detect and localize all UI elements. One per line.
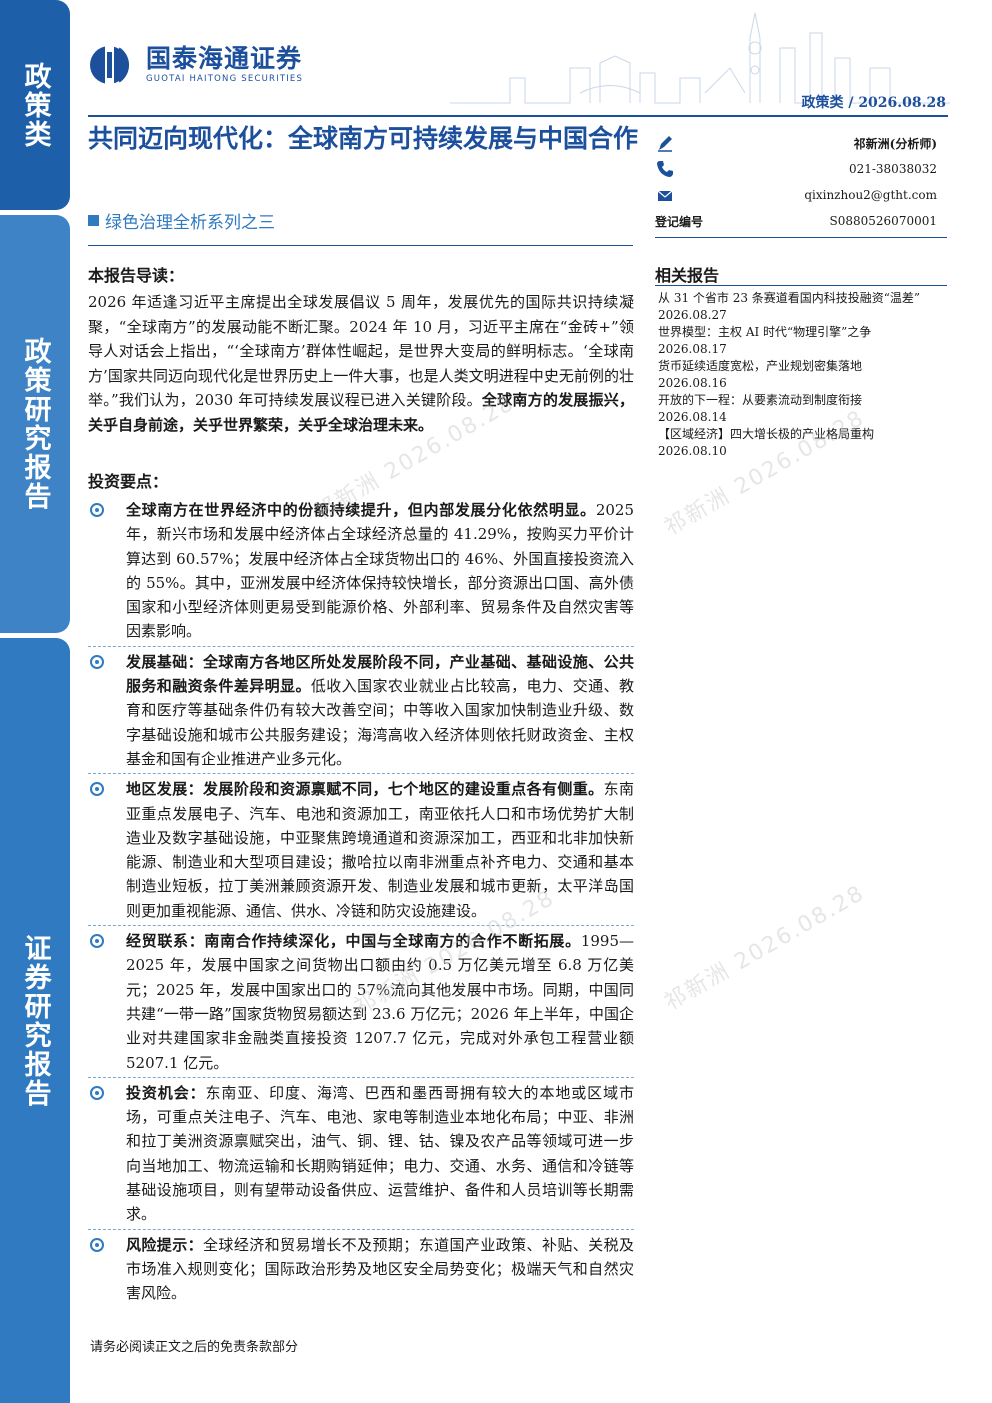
mail-icon <box>657 190 673 201</box>
analyst-info: 祁新洲(分析师) 021-38038032 qixinzhou2@gtht.co… <box>655 130 937 234</box>
related-reports-heading: 相关报告 <box>655 266 720 285</box>
lead-paragraph: 2026 年适逢习近平主席提出全球发展倡议 5 周年，发展优先的国际共识持续凝聚… <box>88 293 634 434</box>
list-item: 地区发展：发展阶段和资源禀赋不同，七个地区的建设重点各有侧重。东南亚重点发展电子… <box>88 773 634 923</box>
related-reports-list: 从 31 个省市 23 条赛道看国内科技投融资“温差” 2026.08.27 世… <box>658 290 942 460</box>
city-skyline-illustration <box>450 12 950 104</box>
analyst-name: 祁新洲(分析师) <box>853 136 937 151</box>
analyst-divider <box>655 237 947 238</box>
brand-logo: 国泰海通证券 GUOTAI HAITONG SECURITIES <box>88 44 303 86</box>
disclaimer-footer: 请务必阅读正文之后的免责条款部分 <box>90 1340 299 1355</box>
square-bullet-icon <box>88 215 99 226</box>
related-report-item[interactable]: 从 31 个省市 23 条赛道看国内科技投融资“温差” 2026.08.27 <box>658 291 921 322</box>
left-sidebar: 政策类 政策研究报告 证券研究报告 <box>0 0 70 1403</box>
list-item: 发展基础：全球南方各地区所处发展阶段不同，产业基础、基础设施、公共服务和融资条件… <box>88 645 634 771</box>
watermark: 祁新洲 2026.08.28 <box>660 880 870 1016</box>
investment-heading: 投资要点： <box>88 472 169 491</box>
analyst-phone: 021-38038032 <box>848 162 937 176</box>
lead-heading: 本报告导读： <box>88 266 185 285</box>
report-subtitle: 绿色治理全析系列之三 <box>88 208 275 233</box>
bullet-icon <box>90 1237 104 1252</box>
sidebar-block-category: 政策类 <box>0 0 70 210</box>
registration-number: S0880526070001 <box>829 214 937 228</box>
investment-points: 全球南方在世界经济中的份额持续提升，但内部发展分化依然明显。2025 年，新兴市… <box>88 498 634 1312</box>
phone-icon <box>657 161 673 177</box>
sidebar-block-policy-research: 政策研究报告 <box>0 215 70 633</box>
pen-icon <box>658 136 672 152</box>
analyst-email[interactable]: qixinzhou2@gtht.com <box>804 188 937 202</box>
sidebar-block-securities-research: 证券研究报告 <box>0 638 70 1403</box>
list-item: 经贸联系：南南合作持续深化，中国与全球南方的合作不断拓展。1995—2025 年… <box>88 925 634 1075</box>
bullet-icon <box>90 503 104 517</box>
related-reports-divider <box>655 285 947 286</box>
brand-name-cn: 国泰海通证券 <box>146 44 303 73</box>
report-title: 共同迈向现代化：全球南方可持续发展与中国合作 <box>88 124 639 153</box>
bullet-icon <box>90 782 104 797</box>
brand-logo-icon <box>90 44 129 86</box>
brand-name-en: GUOTAI HAITONG SECURITIES <box>146 74 304 84</box>
bullet-icon <box>90 654 104 669</box>
bullet-icon <box>90 934 104 949</box>
list-item: 全球南方在世界经济中的份额持续提升，但内部发展分化依然明显。2025 年，新兴市… <box>88 498 634 644</box>
list-item: 投资机会：东南亚、印度、海湾、巴西和墨西哥拥有较大的本地或区域市场，可重点关注电… <box>88 1076 634 1227</box>
title-divider <box>88 245 633 246</box>
registration-label: 登记编号 <box>655 214 704 229</box>
bullet-icon <box>90 1085 104 1100</box>
report-category-date: 政策类 / 2026.08.28 <box>801 95 946 111</box>
header-divider <box>88 115 948 117</box>
list-item: 风险提示：全球经济和贸易增长不及预期；东道国产业政策、补贴、关税及市场准入规则变… <box>88 1228 634 1306</box>
